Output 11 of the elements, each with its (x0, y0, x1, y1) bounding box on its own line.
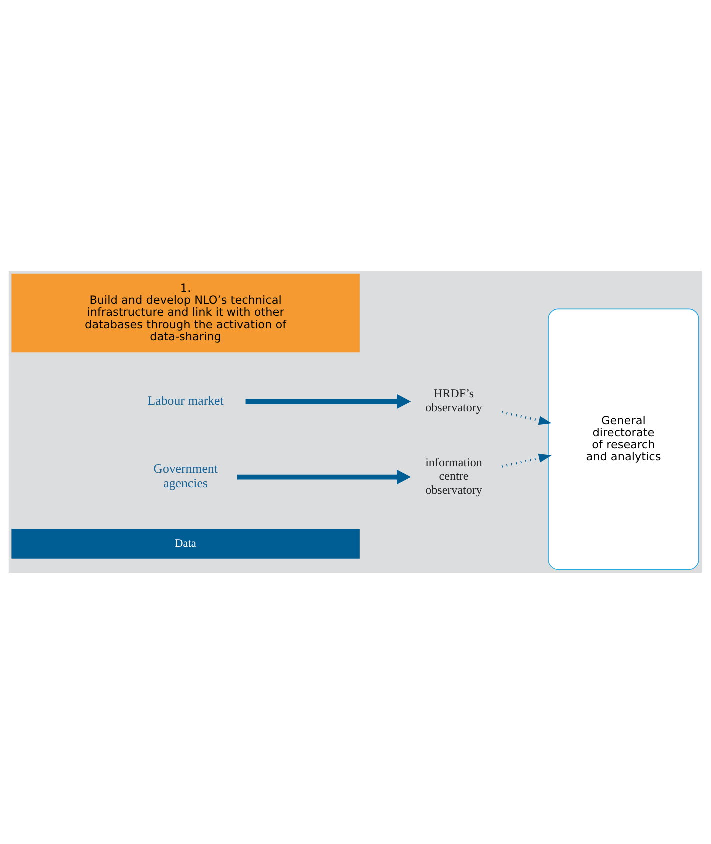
arrow (246, 394, 412, 410)
node-text: Government agencies (154, 462, 218, 491)
node-text: HRDF’s observatory (426, 386, 482, 414)
node-box: General directorate of research and analytics (548, 308, 700, 570)
node-box: Data (12, 529, 360, 559)
arrow (502, 411, 552, 426)
node-box: 1. Build and develop NLO’s technical infrastructure and link it with other databases through the activation of data-sharing (12, 274, 360, 353)
arrow (237, 470, 412, 485)
arrow (502, 454, 552, 468)
node-text: Labour market (148, 394, 224, 408)
node-text: information centre observatory (426, 455, 482, 497)
